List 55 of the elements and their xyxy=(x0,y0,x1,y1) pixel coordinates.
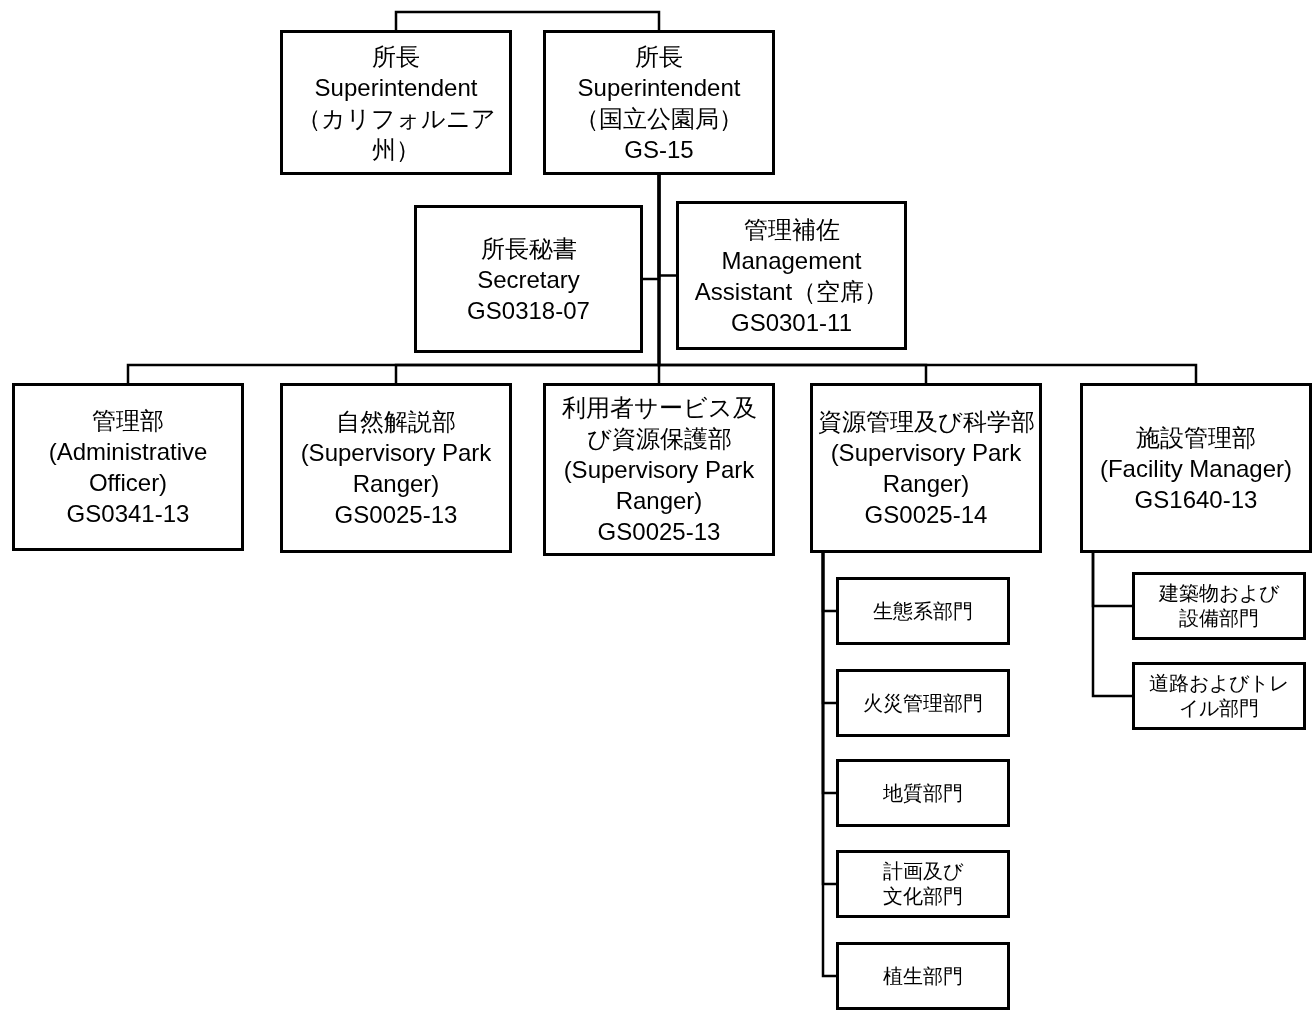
connector-line xyxy=(657,175,1198,383)
box-text: Management Assistant（空席） xyxy=(693,245,890,307)
box-text: 地質部門 xyxy=(883,780,963,806)
box-text: GS0301-11 xyxy=(731,307,852,338)
box-text: GS0025-13 xyxy=(597,517,721,547)
box-text: （カリフォルニア州） xyxy=(295,103,497,165)
org-box xyxy=(836,577,1010,645)
org-box xyxy=(280,383,512,553)
box-text: Secretary xyxy=(477,264,580,295)
box-text: 植生部門 xyxy=(883,963,963,989)
connector-line xyxy=(1091,553,1132,698)
box-text: (Supervisory Park Ranger) xyxy=(562,455,756,516)
org-box xyxy=(280,30,512,175)
org-box xyxy=(1132,572,1306,640)
org-box xyxy=(543,30,775,175)
org-box xyxy=(836,669,1010,737)
box-text: 所長 xyxy=(372,41,420,72)
box-text: 道路およびトレイル部門 xyxy=(1149,671,1289,721)
box-text: (Facility Manager) xyxy=(1099,453,1292,484)
box-text: Superintendent xyxy=(577,72,741,103)
connector-line xyxy=(821,553,836,978)
box-text: 所長秘書 xyxy=(480,233,577,264)
box-text: 計画及び文化部門 xyxy=(882,859,965,909)
connector-line xyxy=(394,10,661,30)
box-text: 管理補佐 xyxy=(743,214,840,245)
org-box xyxy=(1080,383,1312,553)
box-text: GS0025-13 xyxy=(334,500,458,530)
org-box xyxy=(836,850,1010,918)
box-text: GS1640-13 xyxy=(1134,484,1258,515)
box-text: 管理部 xyxy=(92,406,164,436)
box-text: GS0025-14 xyxy=(864,500,988,530)
org-box xyxy=(414,205,643,353)
box-text: 自然解説部 xyxy=(336,407,456,437)
box-text: GS-15 xyxy=(624,134,694,165)
box-text: 建築物および設備部門 xyxy=(1159,581,1279,631)
org-box xyxy=(836,942,1010,1010)
box-text: Superintendent xyxy=(314,72,478,103)
box-text: 施設管理部 xyxy=(1136,422,1256,453)
box-text: GS0318-07 xyxy=(467,295,590,326)
org-box xyxy=(676,201,907,350)
box-text: 生態系部門 xyxy=(873,598,973,624)
box-text: （国立公園局） xyxy=(575,103,743,134)
org-box xyxy=(836,759,1010,827)
org-box xyxy=(543,383,775,556)
box-text: (Administrative Officer) xyxy=(47,437,209,498)
org-box xyxy=(12,383,244,551)
box-text: GS0341-13 xyxy=(66,499,190,529)
box-text: (Supervisory Park Ranger) xyxy=(829,438,1023,499)
box-text: 資源管理及び科学部 xyxy=(817,407,1035,437)
box-text: 利用者サービス及び資源保護部 xyxy=(560,393,758,454)
org-box xyxy=(810,383,1042,553)
box-text: 火災管理部門 xyxy=(863,690,983,716)
org-box xyxy=(1132,662,1306,730)
box-text: 所長 xyxy=(635,41,683,72)
box-text: (Supervisory Park Ranger) xyxy=(299,438,493,499)
